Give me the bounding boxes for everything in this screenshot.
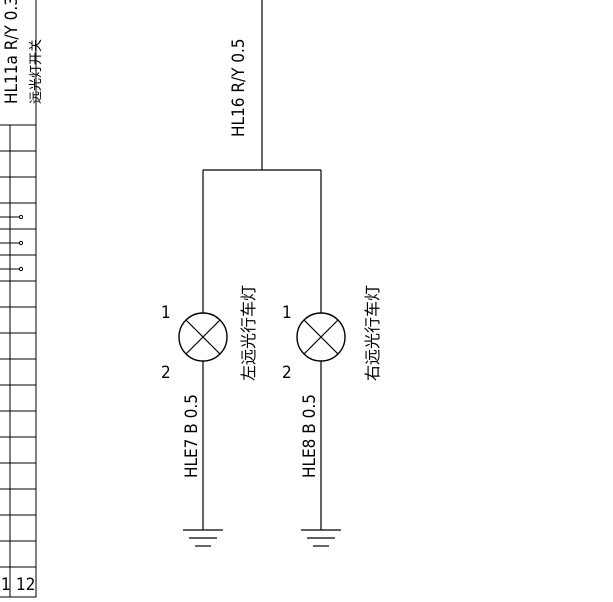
terminal-strip-rows [0, 150, 36, 568]
switch-label: 远光灯开关 [29, 39, 44, 104]
lamp-pin-1: 1 [282, 303, 292, 323]
lamp-pin-1: 1 [161, 303, 171, 323]
lamp-icon [296, 312, 346, 362]
ground-wire-label: HLE8 B 0.5 [300, 394, 320, 478]
terminal-pins [0, 214, 24, 272]
right-lamp-circuit: 1 2 右远光行车灯 HLE8 B 0.5 [282, 170, 382, 547]
connector-wire-label: HL11a R/Y 0.3 [2, 0, 22, 104]
lamp-pin-2: 2 [282, 363, 292, 383]
connector-pin-number-1: 1 [1, 575, 11, 595]
ground-wire-label: HLE7 B 0.5 [182, 394, 202, 478]
feed-wire-label: HL16 R/Y 0.5 [229, 38, 249, 137]
left-lamp-circuit: 1 2 左远光行车灯 HLE7 B 0.5 [161, 170, 258, 547]
lamp-name-label: 左远光行车灯 [239, 285, 258, 381]
lamp-name-label: 右远光行车灯 [363, 285, 382, 381]
lamp-icon [178, 312, 228, 362]
lamp-pin-2: 2 [161, 363, 171, 383]
feed-wire: HL16 R/Y 0.5 [229, 0, 263, 170]
left-connector: HL11a R/Y 0.3 远光灯开关 1 12 [0, 0, 44, 598]
connector-pin-number-12: 12 [16, 575, 35, 595]
terminal-strip-frame [0, 124, 37, 598]
ground-icon [183, 529, 223, 547]
ground-icon [301, 529, 341, 547]
